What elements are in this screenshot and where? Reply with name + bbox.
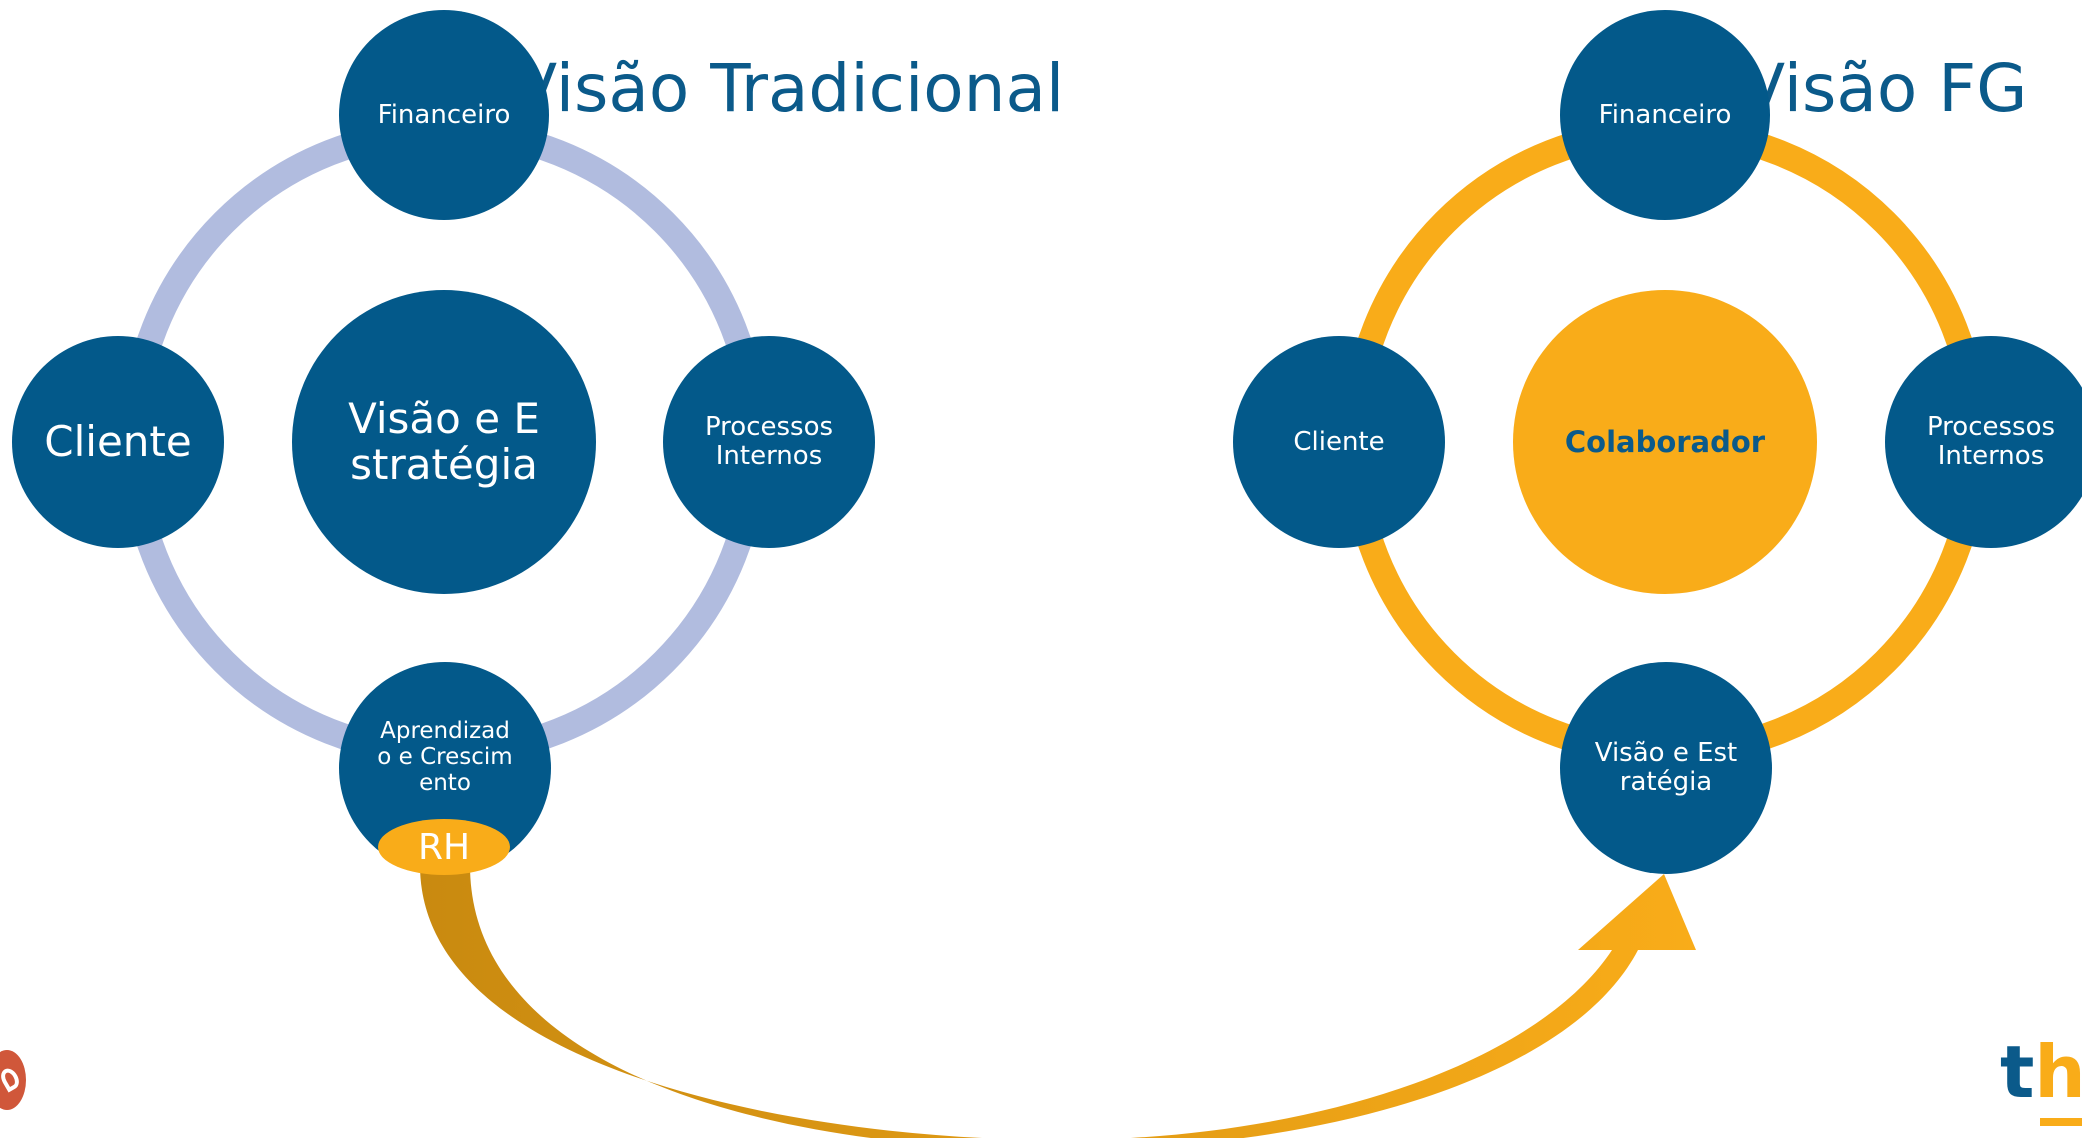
right-node-visao: Visão e Estratégia (1560, 662, 1772, 874)
right-node-financeiro-label: Financeiro (1598, 99, 1732, 130)
right-node-visao-label: Visão e Estratégia (1594, 738, 1738, 797)
th-logo-icon: th (2000, 1036, 2082, 1126)
right-node-cliente: Cliente (1233, 336, 1445, 548)
left-title: Visão Tradicional (512, 50, 1065, 127)
left-node-financeiro: Financeiro (339, 10, 549, 220)
right-title: Visão FG (1740, 50, 2028, 127)
rh-badge-label: RH (417, 826, 471, 868)
left-node-cliente-label: Cliente (44, 416, 192, 466)
left-node-cliente: Cliente (12, 336, 224, 548)
right-center-label: Colaborador (1564, 425, 1766, 459)
left-node-processos-label: Processos Internos (704, 412, 834, 471)
left-node-processos: Processos Internos (663, 336, 875, 548)
left-node-financeiro-label: Financeiro (377, 99, 511, 130)
left-center-label: Visão e Estratégia (348, 393, 540, 489)
right-center-node: Colaborador (1513, 290, 1817, 594)
transition-arrow (420, 865, 1696, 1138)
right-node-cliente-label: Cliente (1293, 426, 1385, 457)
left-node-aprendizado-label: Aprendizado e Crescimento (377, 718, 513, 796)
right-node-processos-label: Processos Internos (1926, 412, 2056, 471)
right-node-processos: Processos Internos (1885, 336, 2082, 548)
rh-badge: RH (378, 819, 510, 875)
right-node-financeiro: Financeiro (1560, 10, 1770, 220)
left-center-node: Visão e Estratégia (292, 290, 596, 594)
